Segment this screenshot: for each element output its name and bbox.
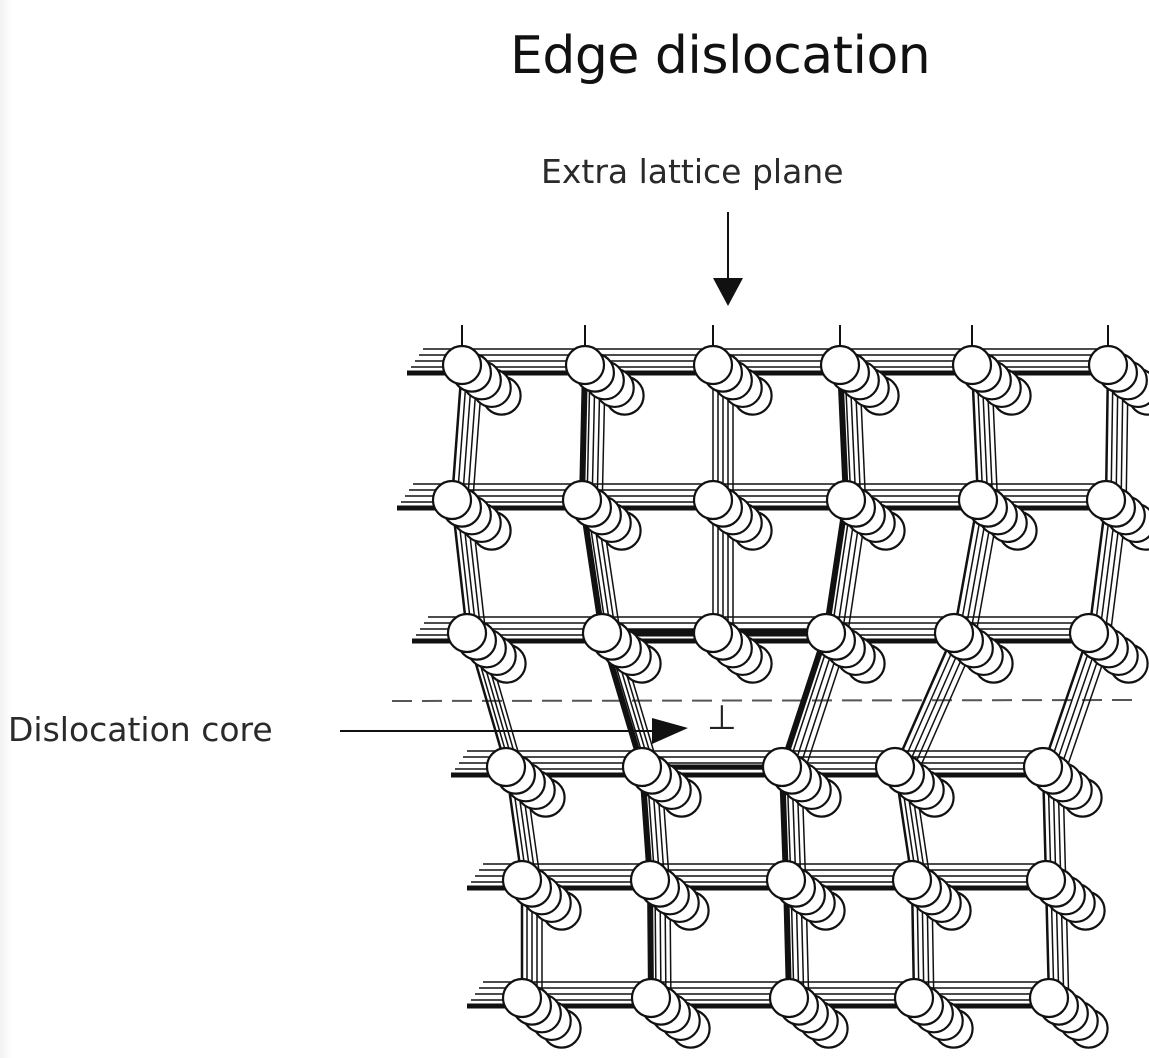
lattice-atom [692, 344, 734, 386]
vertical-bond [1062, 644, 1110, 780]
lattice-atom [630, 977, 672, 1019]
lattice-atom [431, 479, 473, 521]
lattice-atom [501, 977, 543, 1019]
vertical-bond [899, 635, 960, 771]
vertical-bond [786, 635, 832, 771]
lattice-atom [692, 479, 734, 521]
lattice-atom [564, 344, 606, 386]
vertical-bond [791, 638, 837, 774]
lattice-atom [441, 344, 483, 386]
vertical-bond [904, 638, 965, 774]
lattice-atom [805, 612, 847, 654]
vertical-bond [1052, 638, 1100, 774]
lattice-atom [561, 479, 603, 521]
lattice-atoms [431, 344, 1149, 1049]
vertical-bond [909, 641, 970, 777]
lattice-atom [1028, 977, 1070, 1019]
lattice-atom [933, 612, 975, 654]
lattice-atom [1068, 612, 1110, 654]
vertical-bond [914, 644, 975, 780]
extra-lattice-plane-label: Extra lattice plane [541, 152, 844, 191]
page-title: Edge dislocation [510, 26, 931, 86]
lattice-atom [951, 344, 993, 386]
lattice-atom [1085, 479, 1127, 521]
lattice-atom [581, 612, 623, 654]
lattice-atom [485, 746, 527, 788]
vertical-bond [801, 644, 847, 780]
lattice-atom [957, 479, 999, 521]
vertical-bond [796, 641, 842, 777]
lattice-atom [761, 746, 803, 788]
lattice-atom [893, 977, 935, 1019]
lattice-atom [629, 859, 671, 901]
lattice-atom [1087, 344, 1129, 386]
lattice-atom [765, 859, 807, 901]
lattice-atom [501, 859, 543, 901]
lattice-atom [1022, 746, 1064, 788]
lattice-atom [825, 479, 867, 521]
lattice-atom [768, 977, 810, 1019]
lattice-atom [446, 612, 488, 654]
lattice-atom [819, 344, 861, 386]
slip-plane-dashed-line [391, 699, 1141, 702]
page-edge-shadow [0, 0, 12, 1058]
lattice-atom [1025, 859, 1067, 901]
dislocation-symbol: ⊥ [707, 698, 737, 738]
lattice-atom [891, 859, 933, 901]
vertical-bond [893, 632, 956, 768]
vertical-bond [779, 632, 829, 768]
vertical-bond [1057, 641, 1105, 777]
lattice-atom [621, 746, 663, 788]
vertical-bond [1041, 632, 1091, 768]
extra-plane-arrow [713, 212, 743, 306]
vertical-bond [1047, 635, 1095, 771]
lattice-atom [692, 612, 734, 654]
dislocation-core-label: Dislocation core [8, 710, 273, 749]
lattice-atom [874, 746, 916, 788]
